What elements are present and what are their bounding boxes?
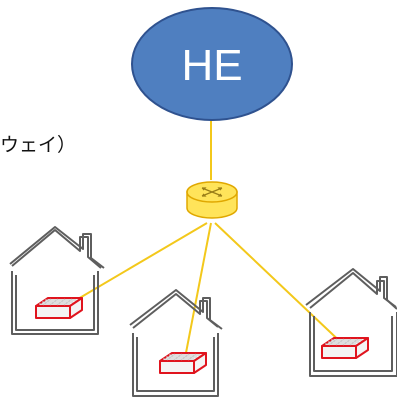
headend-ellipse [131, 7, 293, 121]
network-links [65, 117, 349, 359]
router-icon [201, 187, 223, 197]
house-outline [305, 268, 397, 377]
headend-node: HE [131, 7, 293, 121]
home-gateway-icon [35, 297, 83, 319]
home-gateway-icon [321, 337, 369, 359]
home-gateway-icon [159, 352, 207, 374]
partial-gateway-label: ウェイ） [0, 134, 77, 156]
link-router-left-home [65, 222, 208, 307]
home-left [9, 226, 105, 335]
house-outline [129, 289, 223, 397]
house-outline [9, 226, 105, 335]
home-center [129, 289, 223, 397]
link-router-center-home [184, 222, 212, 359]
router-node [186, 181, 238, 219]
link-router-right-home [214, 222, 349, 350]
home-right [305, 268, 397, 377]
headend-label: HE [181, 41, 242, 90]
